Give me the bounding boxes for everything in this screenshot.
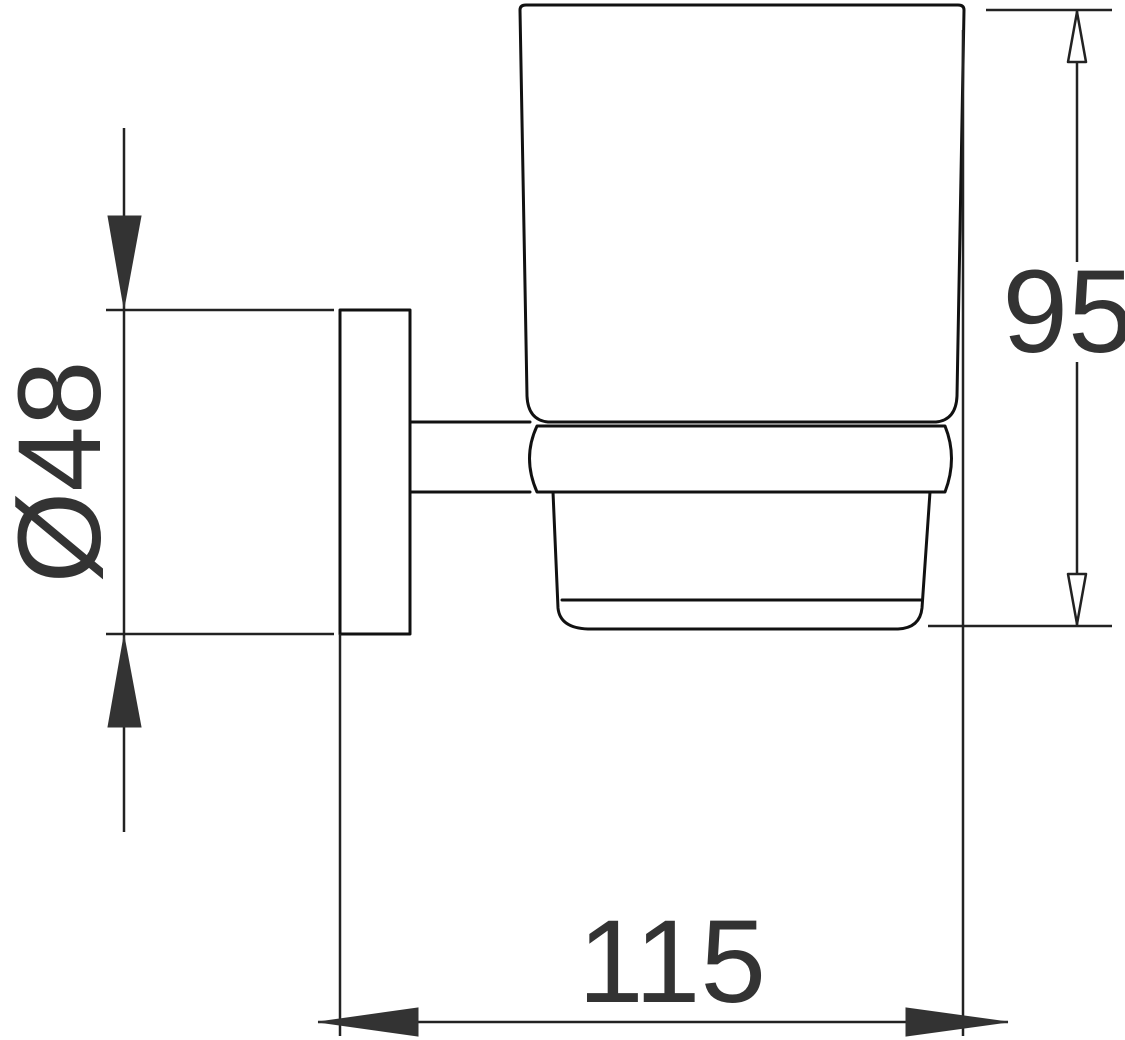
- width-dimension: 115: [317, 30, 1009, 1037]
- arrow-down-icon: [1066, 572, 1088, 626]
- tumbler-upper: [518, 3, 966, 424]
- tumbler-holder-outline: [338, 3, 966, 636]
- arrow-left-icon: [317, 1007, 419, 1037]
- tumbler-lower: [551, 490, 932, 631]
- diameter-dimension: Ø48: [0, 128, 334, 832]
- arrow-up-icon: [107, 635, 142, 728]
- height-label: 95: [1002, 246, 1125, 378]
- holder-ring: [528, 424, 953, 494]
- arrow-right-icon: [905, 1007, 1009, 1037]
- arrow-up-icon: [1066, 10, 1088, 64]
- support-arm: [408, 420, 532, 494]
- width-label: 115: [578, 896, 766, 1028]
- wall-plate: [338, 308, 412, 636]
- diameter-label: Ø48: [0, 360, 126, 583]
- arrow-down-icon: [107, 215, 142, 309]
- height-dimension: 95: [928, 8, 1125, 628]
